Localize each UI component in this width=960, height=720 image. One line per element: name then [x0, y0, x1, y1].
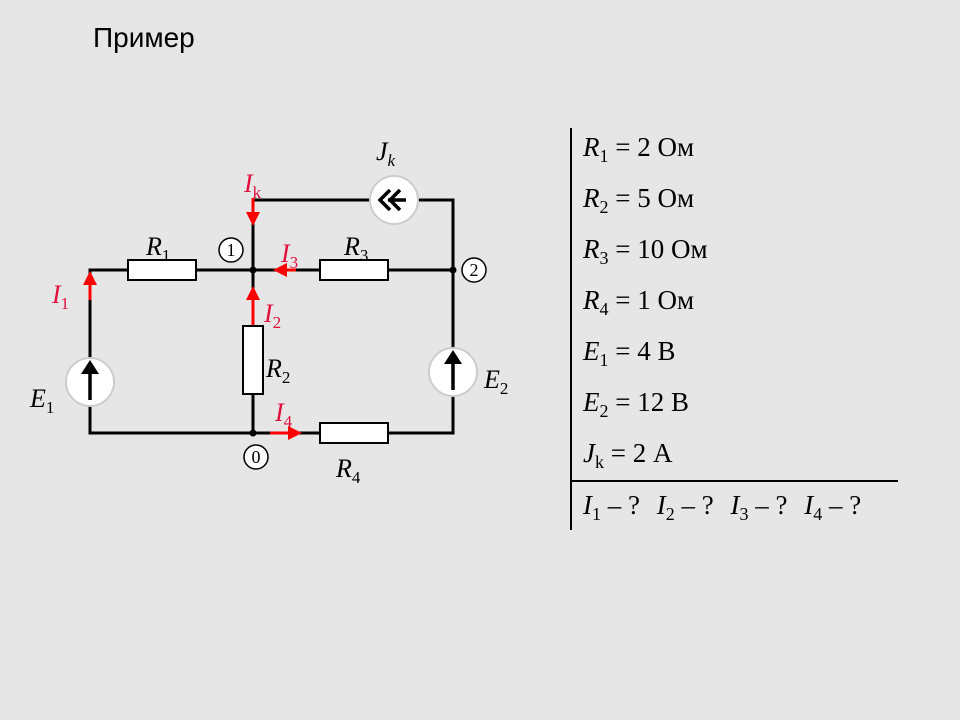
label-r2: R2 — [265, 354, 290, 387]
label-i1: I1 — [51, 280, 69, 313]
arrow-up-icon — [81, 360, 99, 374]
label-i4: I4 — [274, 398, 293, 431]
component-labels: R1 R3 R2 R4 E1 E2 Jk — [29, 137, 508, 487]
resistor-r1 — [127, 259, 197, 281]
find-i1: I1 – ? — [583, 490, 640, 524]
find-i2: I2 – ? — [656, 490, 714, 524]
wire-r4-right — [388, 395, 455, 435]
junction-node1 — [249, 266, 257, 274]
label-r1: R1 — [145, 232, 170, 265]
given-r3: R3 = 10 Ом — [583, 234, 708, 268]
node-marker-0: 0 — [243, 444, 269, 470]
current-arrow-ik — [246, 198, 260, 226]
given-divider-horizontal — [570, 480, 898, 482]
find-line: I1 – ? I2 – ? I3 – ? I4 – ? — [583, 490, 871, 525]
given-r2: R2 = 5 Ом — [583, 183, 695, 217]
wire-r3-node2 — [388, 268, 455, 350]
label-i3: I3 — [280, 239, 298, 272]
source-jk — [369, 175, 419, 225]
circuit-diagram: 1 2 0 R1 R3 R2 R4 E1 E2 Jk Ik I1 I2 I3 I… — [29, 137, 508, 487]
source-e1 — [65, 357, 115, 407]
node-label: 2 — [470, 260, 479, 280]
resistor-r4 — [319, 422, 389, 444]
label-ik: Ik — [243, 169, 262, 202]
node-markers: 1 2 0 — [218, 237, 487, 470]
resistors — [127, 259, 389, 444]
current-labels: Ik I1 I2 I3 I4 — [51, 169, 298, 431]
current-arrow-i4 — [270, 426, 302, 440]
current-arrows — [83, 198, 302, 440]
label-e1: E1 — [29, 384, 54, 417]
label-r3: R3 — [343, 232, 368, 265]
resistor-r2 — [242, 325, 264, 395]
given-jk: Jk = 2 А — [583, 438, 673, 472]
wire-jk-right — [418, 198, 455, 270]
label-i2: I2 — [263, 299, 281, 332]
node-marker-1: 1 — [218, 237, 244, 263]
current-arrow-i3 — [273, 263, 296, 277]
given-table: R1 = 2 Ом R2 = 5 Ом R3 = 10 Ом R4 = 1 Ом… — [570, 128, 920, 530]
label-jk: Jk — [376, 137, 396, 170]
node-marker-2: 2 — [461, 257, 487, 283]
junction-node0 — [249, 429, 257, 437]
given-r4: R4 = 1 Ом — [583, 285, 695, 319]
arrow-up-icon — [444, 350, 462, 364]
junction-node2 — [449, 266, 457, 274]
given-divider-vertical — [570, 128, 572, 530]
junction-dots — [249, 266, 457, 437]
given-r1: R1 = 2 Ом — [583, 132, 695, 166]
label-r4: R4 — [335, 454, 361, 487]
find-i4: I4 – ? — [804, 490, 862, 524]
given-e2: E2 = 12 В — [583, 387, 689, 421]
label-e2: E2 — [483, 365, 508, 398]
resistor-r3 — [319, 259, 389, 281]
find-i3: I3 – ? — [730, 490, 788, 524]
wire-left-top — [88, 268, 128, 370]
source-e2 — [428, 347, 478, 397]
node-label: 1 — [227, 240, 236, 260]
node-label: 0 — [252, 447, 261, 467]
current-arrow-i1 — [83, 271, 97, 300]
current-arrow-i2 — [246, 286, 260, 325]
given-e1: E1 = 4 В — [583, 336, 676, 370]
page-title: Пример — [93, 22, 195, 53]
